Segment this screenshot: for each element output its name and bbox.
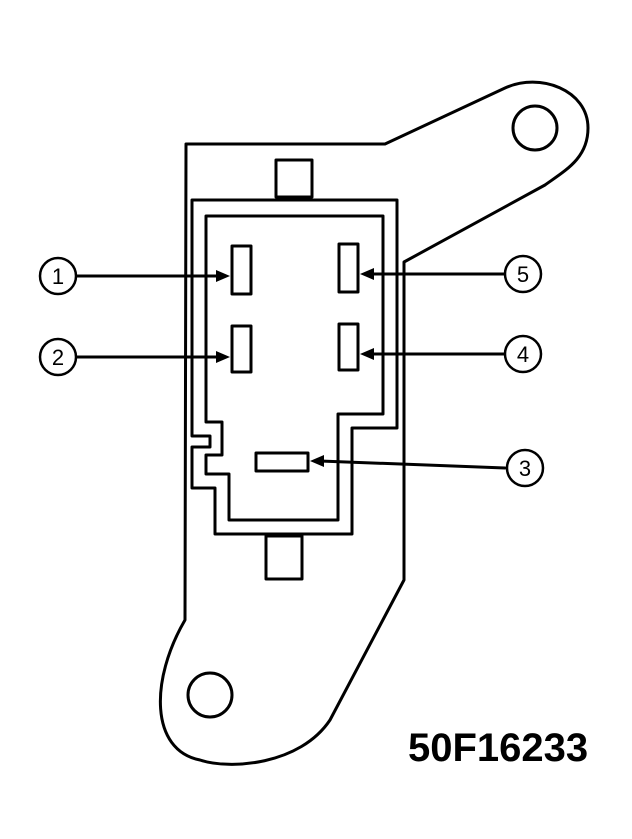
leader-line-3	[318, 459, 507, 470]
callout-circle-5	[503, 254, 543, 294]
connector-shell-outer	[190, 198, 399, 536]
arrowhead-4	[360, 348, 374, 360]
connector-shell-inner	[204, 214, 385, 522]
callout-label-1: 1	[52, 264, 64, 289]
callout-label-3: 3	[519, 456, 531, 481]
callout-circle-1	[38, 256, 78, 296]
upper-mounting-hole	[511, 104, 559, 152]
terminal-1	[230, 244, 253, 296]
arrowhead-3	[310, 455, 324, 467]
callout-label-5: 5	[517, 262, 529, 287]
top-locking-tab	[274, 158, 314, 199]
callout-circle-2	[38, 337, 78, 377]
lower-mounting-hole	[186, 671, 234, 719]
bottom-locking-tab	[264, 534, 304, 581]
callout-label-4: 4	[517, 342, 529, 367]
callout-label-2: 2	[52, 345, 64, 370]
terminal-5	[337, 242, 360, 294]
terminal-4	[337, 322, 360, 372]
arrowhead-5	[360, 268, 374, 280]
callout-circle-4	[503, 334, 543, 374]
mounting-bracket-outline	[158, 80, 590, 766]
reference-code: 50F16233	[408, 726, 589, 770]
terminal-3	[254, 451, 310, 473]
arrowhead-2	[216, 351, 230, 363]
terminal-2	[230, 324, 253, 374]
callout-circle-3	[505, 448, 545, 488]
arrowhead-1	[216, 270, 230, 282]
